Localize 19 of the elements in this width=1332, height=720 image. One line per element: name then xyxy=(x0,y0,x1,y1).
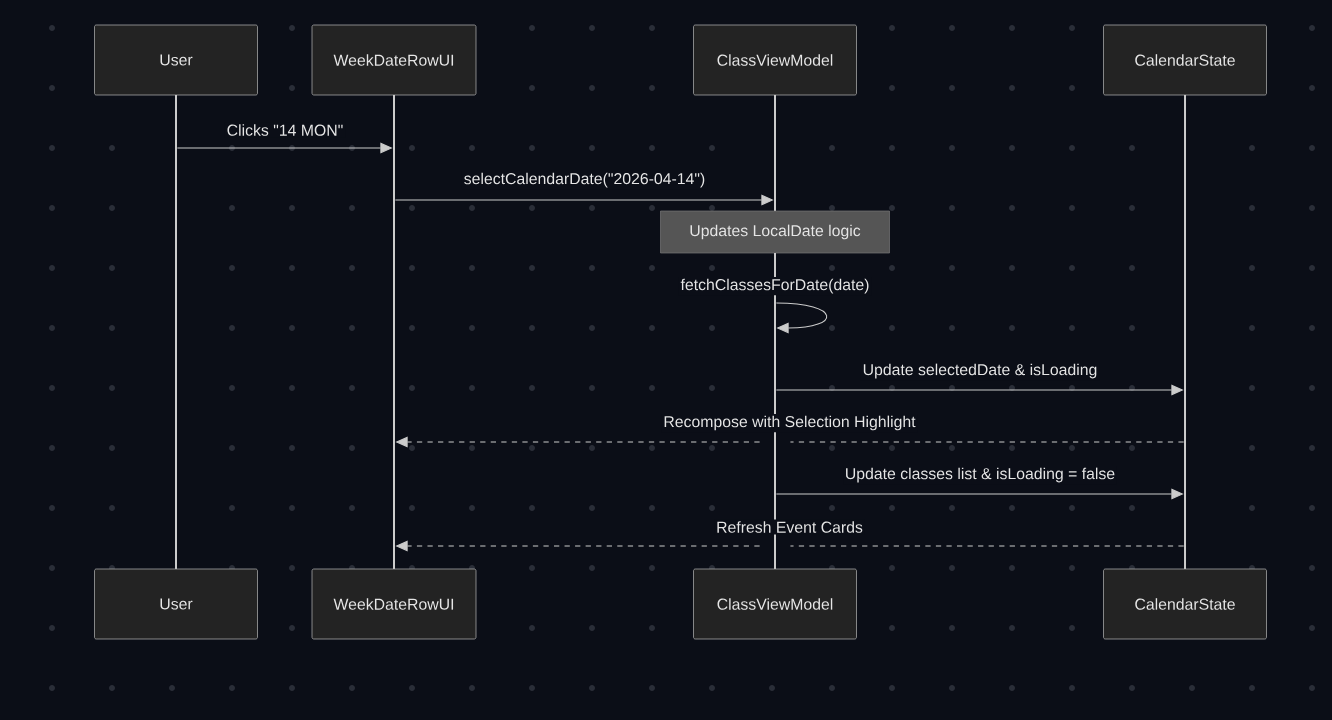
participant-box: User xyxy=(94,24,258,96)
self-arrow xyxy=(775,302,828,334)
edge-label: Recompose with Selection Highlight xyxy=(664,415,916,431)
edge-label: Update selectedDate & isLoading xyxy=(863,363,1097,379)
edge-label: Clicks "14 MON" xyxy=(227,124,343,136)
edge-label: fetchClassesForDate(date) xyxy=(680,278,869,294)
participant-box: CalendarState xyxy=(1103,24,1267,96)
participant-box: WeekDateRowUI xyxy=(311,568,477,640)
participant-box: ClassViewModel xyxy=(693,568,857,640)
participant-box: CalendarState xyxy=(1103,568,1267,640)
participant-box: WeekDateRowUI xyxy=(311,24,477,96)
note-box: Updates LocalDate logic xyxy=(660,210,890,254)
edge-label: selectCalendarDate("2026-04-14") xyxy=(464,172,705,188)
edge-label: Update classes list & isLoading = false xyxy=(846,467,1115,483)
participant-box: User xyxy=(94,568,258,640)
edge-label: Refresh Event Cards xyxy=(717,521,863,533)
participant-box: ClassViewModel xyxy=(693,24,857,96)
lifeline xyxy=(175,95,177,569)
lifeline xyxy=(774,95,776,211)
